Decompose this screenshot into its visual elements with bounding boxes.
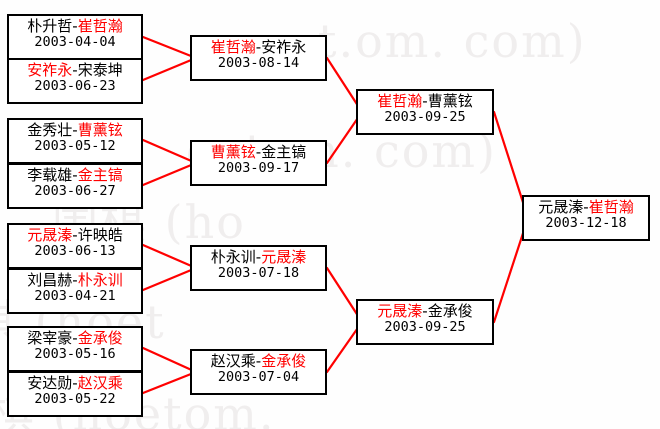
watermark-text: t.om. com)	[318, 14, 587, 68]
player-separator: -	[422, 302, 428, 320]
player-separator: -	[255, 38, 262, 56]
match-players: 崔哲瀚-安祚永	[192, 39, 325, 56]
player-right: 赵汉乘	[77, 374, 123, 392]
player-separator: -	[72, 61, 78, 79]
player-separator: -	[422, 92, 428, 110]
player-separator: -	[255, 352, 262, 370]
player-separator: -	[72, 271, 78, 289]
player-right: 朴永训	[77, 271, 123, 289]
match-players: 元晟溱-许映皓	[9, 227, 141, 244]
player-left: 赵汉乘	[210, 352, 256, 370]
match-date: 2003-06-13	[34, 242, 116, 259]
match-date: 2003-12-18	[545, 214, 627, 231]
player-right: 金承俊	[427, 302, 473, 320]
player-left: 元晟溱	[377, 302, 423, 320]
match-players: 李载雄-金主镐	[9, 167, 141, 184]
match-players: 梁宰豪-金承俊	[9, 330, 141, 347]
match-date: 2003-06-23	[34, 77, 116, 94]
player-left: 安祚永	[27, 61, 73, 79]
match-date: 2003-09-25	[384, 108, 466, 125]
match-players: 朴永训-元晟溱	[192, 249, 325, 266]
match-players: 安祚永-宋泰坤	[9, 62, 141, 79]
match-players: 安达勋-赵汉乘	[9, 375, 141, 392]
match-players: 崔哲瀚-曹薰铉	[358, 93, 492, 110]
match-players: 赵汉乘-金承俊	[192, 353, 325, 370]
player-left: 元晟溱	[538, 198, 584, 216]
player-right: 曹薰铉	[427, 92, 473, 110]
match-players: 曹薰铉-金主镐	[192, 144, 325, 161]
player-left: 李载雄	[27, 166, 73, 184]
player-right: 宋泰坤	[77, 61, 123, 79]
player-right: 曹薰铉	[77, 121, 123, 139]
match-players: 元晟溱-崔哲瀚	[524, 199, 648, 216]
player-right: 崔哲瀚	[588, 198, 634, 216]
player-right: 金主镐	[77, 166, 123, 184]
player-right: 金承俊	[261, 352, 307, 370]
player-left: 曹薰铉	[210, 143, 256, 161]
player-separator: -	[72, 329, 78, 347]
player-right: 许映皓	[77, 226, 123, 244]
match-date: 2003-09-25	[384, 318, 466, 335]
player-separator: -	[72, 121, 78, 139]
player-left: 元晟溱	[27, 226, 73, 244]
match-players: 金秀壮-曹薰铉	[9, 122, 141, 139]
player-left: 崔哲瀚	[377, 92, 423, 110]
player-left: 梁宰豪	[27, 329, 73, 347]
player-separator: -	[72, 374, 78, 392]
match-players: 朴升哲-崔哲瀚	[9, 18, 141, 35]
match-date: 2003-04-04	[34, 33, 116, 50]
player-left: 朴永训	[210, 248, 256, 266]
player-separator: -	[255, 143, 262, 161]
match-players: 刘昌赫-朴永训	[9, 272, 141, 289]
player-left: 朴升哲	[27, 17, 73, 35]
match-date: 2003-04-21	[34, 287, 116, 304]
player-separator: -	[72, 166, 78, 184]
match-date: 2003-06-27	[34, 182, 116, 199]
player-right: 金承俊	[77, 329, 123, 347]
player-right: 安祚永	[261, 38, 307, 56]
match-date: 2003-08-14	[217, 54, 300, 71]
match-date: 2003-05-12	[34, 137, 116, 154]
match-date: 2003-07-18	[217, 264, 300, 281]
match-date: 2003-05-16	[34, 345, 116, 362]
player-separator: -	[72, 17, 78, 35]
player-right: 元晟溱	[261, 248, 307, 266]
player-left: 刘昌赫	[27, 271, 73, 289]
player-separator: -	[72, 226, 78, 244]
match-players: 元晟溱-金承俊	[358, 303, 492, 320]
player-separator: -	[255, 248, 262, 266]
player-right: 崔哲瀚	[77, 17, 123, 35]
player-left: 安达勋	[27, 374, 73, 392]
player-right: 金主镐	[261, 143, 307, 161]
player-left: 金秀壮	[27, 121, 73, 139]
match-date: 2003-07-04	[217, 368, 300, 385]
player-left: 崔哲瀚	[210, 38, 256, 56]
match-date: 2003-05-22	[34, 390, 116, 407]
player-separator: -	[583, 198, 589, 216]
match-date: 2003-09-17	[217, 159, 300, 176]
